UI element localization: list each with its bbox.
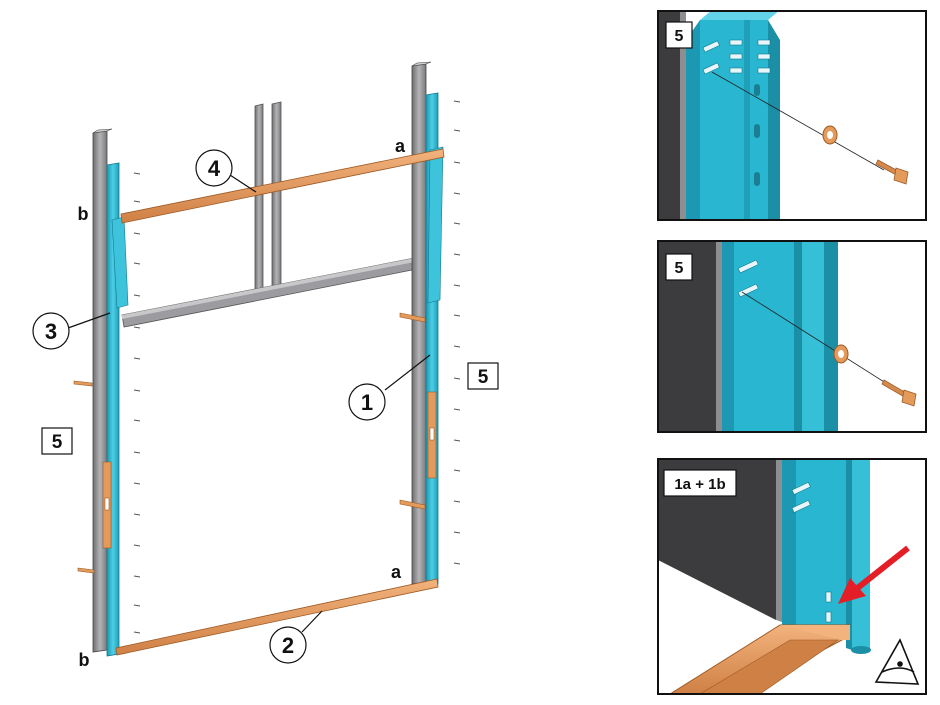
callout-4: 4 <box>195 149 233 187</box>
step-box-left: 5 <box>41 427 73 455</box>
step-box-right: 5 <box>467 362 499 390</box>
top-beam <box>120 148 445 224</box>
point-label-a-top: a <box>395 136 406 156</box>
orange-hardware <box>73 312 437 574</box>
callout-2: 2 <box>269 626 307 664</box>
frame-post-right <box>271 101 282 291</box>
callout-3: 3 <box>32 312 70 350</box>
frame-post-left <box>254 103 264 293</box>
point-label-a-bottom: a <box>391 562 402 582</box>
right-upright <box>425 92 444 587</box>
detail-panel-3: 1a + 1b <box>657 458 927 695</box>
svg-text:5: 5 <box>52 432 63 453</box>
wall-anchor-marks <box>133 100 461 634</box>
detail-panel-2: 5 <box>657 240 927 433</box>
svg-text:1: 1 <box>361 390 373 415</box>
detail-panel-1: 5 <box>657 10 927 221</box>
steel-frame <box>121 101 433 328</box>
main-assembly: 4 3 1 2 a a b b 5 5 <box>32 61 499 670</box>
point-label-b-bottom: b <box>79 650 90 670</box>
red-arrow <box>838 545 910 604</box>
leader-lines <box>67 174 431 633</box>
panel-2-label: 5 <box>675 260 684 277</box>
svg-text:3: 3 <box>45 319 57 344</box>
left-brace <box>111 216 129 309</box>
svg-text:4: 4 <box>208 156 221 181</box>
bottom-beam <box>115 578 439 656</box>
right-brace <box>427 146 444 304</box>
view-angle-icon <box>874 638 920 685</box>
panel-3-label: 1a + 1b <box>674 476 725 493</box>
svg-text:2: 2 <box>282 633 294 658</box>
right-anchor-marks <box>453 100 461 565</box>
callout-1: 1 <box>348 383 386 421</box>
point-label-b-top: b <box>78 204 89 224</box>
left-anchor-marks <box>133 172 141 634</box>
svg-text:5: 5 <box>478 367 489 388</box>
panel-1-label: 5 <box>675 28 684 45</box>
left-upright <box>106 162 129 657</box>
left-wall-post <box>92 130 108 653</box>
